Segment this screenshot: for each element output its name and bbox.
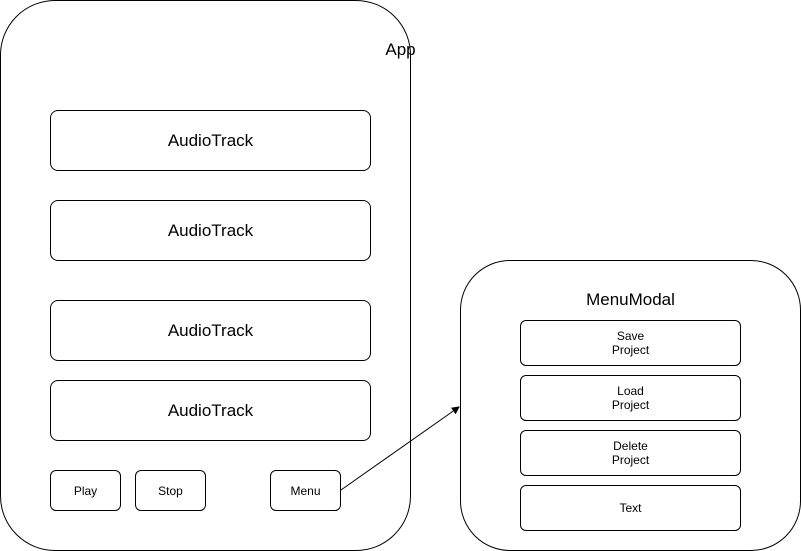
load-project-button[interactable]: Load Project	[520, 375, 741, 421]
save-project-label-line2: Project	[611, 343, 650, 357]
save-project-button[interactable]: Save Project	[520, 320, 741, 366]
text-button-label: Text	[619, 501, 642, 515]
app-title: App	[385, 40, 416, 59]
delete-project-label-line1: Delete	[613, 439, 648, 453]
play-button[interactable]: Play	[50, 470, 121, 511]
audio-track-2: AudioTrack	[50, 200, 371, 261]
save-project-label-line1: Save	[616, 329, 645, 343]
load-project-label-line2: Project	[611, 398, 650, 412]
audio-track-1: AudioTrack	[50, 110, 371, 171]
audio-track-3: AudioTrack	[50, 300, 371, 361]
delete-project-button[interactable]: Delete Project	[520, 430, 741, 476]
delete-project-label-line2: Project	[611, 453, 650, 467]
menu-button[interactable]: Menu	[270, 470, 341, 511]
menu-modal-title: MenuModal	[586, 290, 675, 309]
text-button[interactable]: Text	[520, 485, 741, 531]
stop-button[interactable]: Stop	[135, 470, 206, 511]
audio-track-4: AudioTrack	[50, 380, 371, 441]
app-container	[0, 0, 411, 551]
load-project-label-line1: Load	[617, 384, 644, 398]
